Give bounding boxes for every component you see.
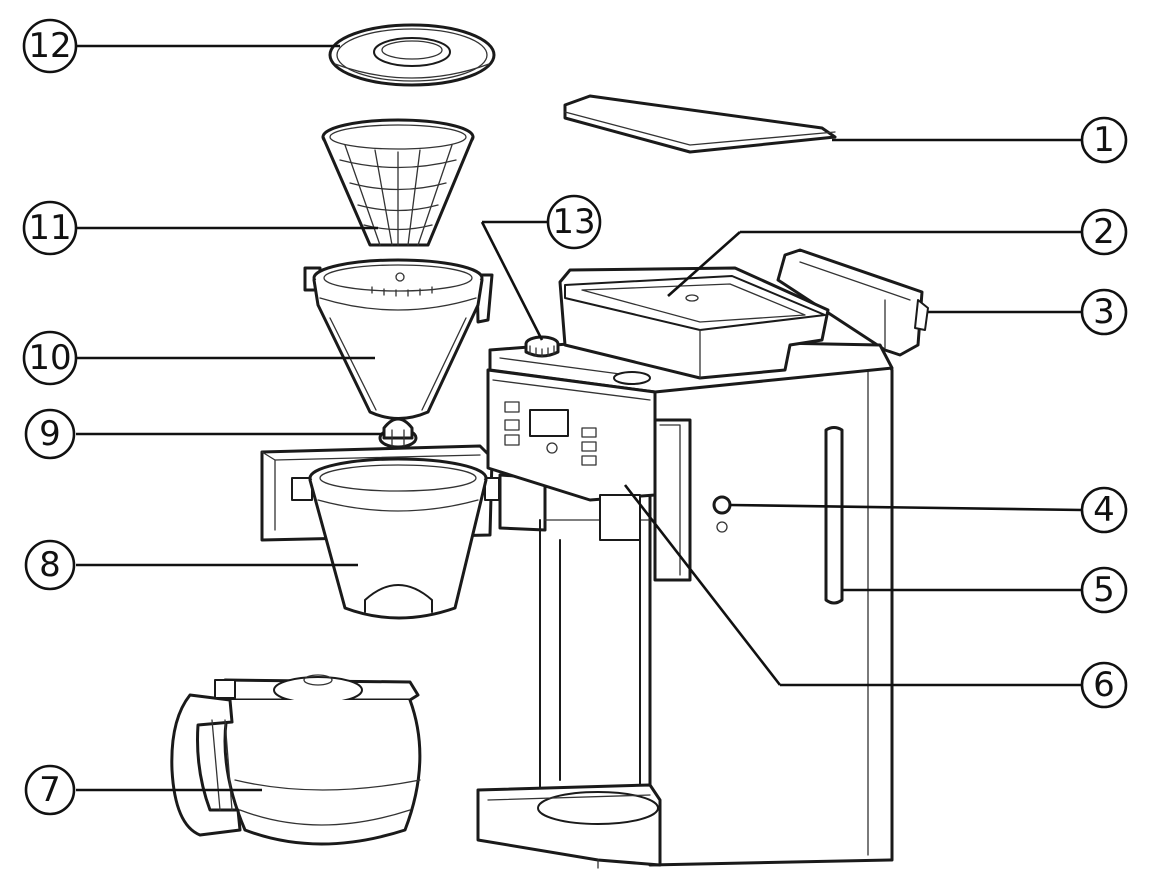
filter-cover-disc (328, 23, 496, 87)
svg-text:8: 8 (39, 545, 61, 585)
glass-carafe (170, 674, 422, 846)
callout-13: 13 (546, 194, 602, 250)
grinder-knob (524, 335, 560, 358)
svg-text:12: 12 (28, 26, 71, 66)
svg-text:11: 11 (28, 208, 71, 248)
callout-1: 1 (1080, 116, 1128, 164)
callout-5: 5 (1080, 566, 1128, 614)
callout-9: 9 (24, 408, 76, 460)
drip-valve (378, 417, 418, 449)
filter-holder-funnel (303, 258, 494, 420)
svg-text:1: 1 (1093, 120, 1115, 160)
leader-2 (667, 231, 741, 297)
hinged-cover (776, 248, 929, 357)
svg-text:7: 7 (39, 770, 61, 810)
filter-bracket (260, 444, 547, 620)
svg-text:13: 13 (552, 202, 595, 242)
callout-2: 2 (1080, 208, 1128, 256)
callout-8: 8 (24, 539, 76, 591)
mesh-filter-basket (321, 118, 475, 247)
svg-text:3: 3 (1093, 292, 1115, 332)
callout-11: 11 (22, 200, 78, 256)
svg-text:2: 2 (1093, 212, 1115, 252)
callout-7: 7 (24, 764, 76, 816)
svg-text:5: 5 (1093, 570, 1115, 610)
callout-10: 10 (22, 330, 78, 386)
leader-lines (76, 44, 1083, 792)
callout-3: 3 (1080, 288, 1128, 336)
leader-13b (480, 221, 544, 341)
callout-12: 12 (22, 18, 78, 74)
leader-6 (623, 484, 782, 686)
svg-text:4: 4 (1093, 490, 1115, 530)
callout-6: 6 (1080, 661, 1128, 709)
leader-4 (729, 503, 1083, 512)
callout-4: 4 (1080, 486, 1128, 534)
coffee-maker-body (476, 266, 894, 869)
bean-container (558, 266, 830, 380)
svg-text:10: 10 (28, 338, 71, 378)
svg-text:6: 6 (1093, 665, 1115, 705)
water-tank-lid (563, 94, 837, 154)
svg-text:9: 9 (39, 414, 61, 454)
